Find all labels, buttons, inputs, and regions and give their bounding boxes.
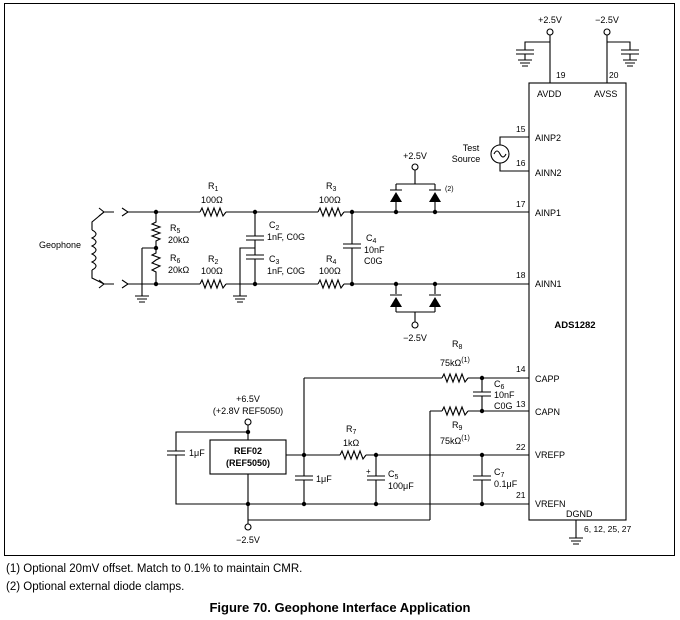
ref-supply-bottom: −2.5V — [236, 535, 260, 545]
r7-value: 1kΩ — [343, 438, 360, 448]
pin-name-capn: CAPN — [535, 407, 560, 417]
pin-num-17: 17 — [516, 199, 526, 209]
pin-name-ainp2: AINP2 — [535, 133, 561, 143]
figure-caption: Figure 70. Geophone Interface Applicatio… — [209, 600, 471, 615]
footnote-1: (1) Optional 20mV offset. Match to 0.1% … — [6, 563, 303, 575]
c3-value: 1nF, C0G — [267, 266, 305, 276]
r2-value: 100Ω — [201, 266, 223, 276]
pin-num-dgnd: 6, 12, 25, 27 — [584, 524, 632, 534]
avss-supply-label: −2.5V — [595, 15, 619, 25]
c-1uf-b-value: 1μF — [316, 474, 332, 484]
r3-ref: R3 — [326, 181, 337, 193]
c6-ref: C6 — [494, 379, 505, 391]
pin-name-ainn2: AINN2 — [535, 168, 562, 178]
avdd-supply-label: +2.5V — [538, 15, 562, 25]
ic-name: ADS1282 — [554, 320, 595, 331]
c5-ref: C5 — [388, 469, 399, 481]
c5-plus: + — [366, 467, 371, 476]
c3-ref: C3 — [269, 254, 280, 266]
c5-value: 100μF — [388, 481, 414, 491]
test-source-label-2: Source — [452, 154, 481, 164]
pin-num-21: 21 — [516, 490, 526, 500]
pin-name-ainp1: AINP1 — [535, 208, 561, 218]
pin-name-vrefp: VREFP — [535, 450, 565, 460]
c2-value: 1nF, C0G — [267, 232, 305, 242]
test-source-label-1: Test — [463, 143, 480, 153]
geophone-label: Geophone — [39, 240, 81, 250]
c-1uf-a-value: 1μF — [189, 448, 205, 458]
ref-line1: REF02 — [234, 446, 262, 456]
clamp-bottom-label: −2.5V — [403, 333, 427, 343]
r1-value: 100Ω — [201, 195, 223, 205]
r5-ref: R5 — [170, 223, 181, 235]
c4-value2: C0G — [364, 256, 383, 266]
r4-ref: R4 — [326, 254, 337, 266]
pin-name-avss: AVSS — [594, 89, 617, 99]
c6-value2: C0G — [494, 401, 513, 411]
pin-num-20: 20 — [609, 70, 619, 80]
pin-num-15: 15 — [516, 124, 526, 134]
pin-name-ainn1: AINN1 — [535, 279, 562, 289]
footnote-2: (2) Optional external diode clamps. — [6, 581, 185, 593]
r4-value: 100Ω — [319, 266, 341, 276]
pin-num-19: 19 — [556, 70, 566, 80]
pin-name-avdd: AVDD — [537, 89, 562, 99]
r3-value: 100Ω — [319, 195, 341, 205]
pin-num-13: 13 — [516, 399, 526, 409]
pin-num-14: 14 — [516, 364, 526, 374]
pin-name-dgnd: DGND — [566, 509, 593, 519]
ref-supply-top-alt: (+2.8V REF5050) — [213, 406, 283, 416]
pin-num-22: 22 — [516, 442, 526, 452]
c2-ref: C2 — [269, 220, 280, 232]
r6-value: 20kΩ — [168, 265, 190, 275]
pin-name-capp: CAPP — [535, 374, 560, 384]
r9-value: 75kΩ(1) — [440, 435, 470, 446]
r5-value: 20kΩ — [168, 235, 190, 245]
r9-ref: R9 — [452, 420, 463, 432]
c7-ref: C7 — [494, 467, 505, 479]
r6-ref: R6 — [170, 253, 181, 265]
diode-note: (2) — [445, 186, 454, 193]
schematic-frame — [4, 3, 675, 556]
c4-ref: C4 — [366, 233, 377, 245]
r8-value: 75kΩ(1) — [440, 357, 470, 368]
ref-line2: (REF5050) — [226, 458, 270, 468]
c7-value: 0.1μF — [494, 479, 518, 489]
r1-ref: R1 — [208, 181, 219, 193]
clamp-top-label: +2.5V — [403, 151, 427, 161]
pin-num-18: 18 — [516, 270, 526, 280]
c6-value: 10nF — [494, 390, 515, 400]
r7-ref: R7 — [346, 424, 357, 436]
r8-ref: R8 — [452, 339, 463, 351]
ads1282-block — [528, 82, 627, 521]
ref-supply-top: +6.5V — [236, 394, 260, 404]
pin-name-vrefn: VREFN — [535, 499, 566, 509]
pin-num-16: 16 — [516, 158, 526, 168]
c4-value: 10nF — [364, 245, 385, 255]
r2-ref: R2 — [208, 254, 219, 266]
